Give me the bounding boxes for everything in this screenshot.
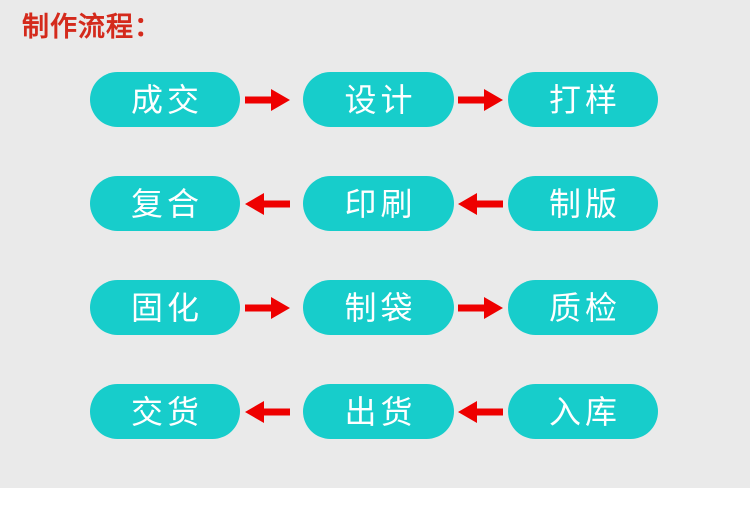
flow-node[interactable]: 印刷 <box>303 176 454 231</box>
flow-node-label: 制版 <box>548 184 621 223</box>
flow-node-label: 固化 <box>130 288 203 327</box>
flow-node-label: 交货 <box>130 392 203 431</box>
flow-node[interactable]: 复合 <box>90 176 240 231</box>
flow-node-label: 质检 <box>548 288 621 327</box>
flow-node-label: 入库 <box>548 392 621 431</box>
arrow-right-icon <box>458 294 504 322</box>
flow-node-label: 制袋 <box>344 288 417 327</box>
flow-node[interactable]: 固化 <box>90 280 240 335</box>
flow-node-label: 复合 <box>130 184 203 223</box>
flow-node[interactable]: 出货 <box>303 384 454 439</box>
flow-node[interactable]: 入库 <box>508 384 658 439</box>
flow-row: 交货 出货 入库 <box>0 384 750 480</box>
flow-node-label: 打样 <box>548 80 621 119</box>
flow-node-label: 印刷 <box>344 184 417 223</box>
arrow-left-icon <box>458 398 504 426</box>
arrow-left-icon <box>458 190 504 218</box>
arrow-right-icon <box>245 294 291 322</box>
arrow-left-icon <box>245 190 291 218</box>
flow-node[interactable]: 质检 <box>508 280 658 335</box>
flow-node-label: 成交 <box>130 80 203 119</box>
arrow-right-icon <box>458 86 504 114</box>
flow-node[interactable]: 成交 <box>90 72 240 127</box>
flow-row: 成交 设计 打样 <box>0 72 750 176</box>
page-title: 制作流程： <box>22 12 162 43</box>
flow-row: 复合 印刷 制版 <box>0 176 750 280</box>
flow-node-label: 出货 <box>344 392 417 431</box>
arrow-left-icon <box>245 398 291 426</box>
flow-node-label: 设计 <box>344 80 417 119</box>
flow-node[interactable]: 设计 <box>303 72 454 127</box>
flow-row: 固化 制袋 质检 <box>0 280 750 384</box>
arrow-right-icon <box>245 86 291 114</box>
process-flow-diagram: 成交 设计 打样 复合 <box>0 72 750 480</box>
flow-node[interactable]: 制版 <box>508 176 658 231</box>
flow-node[interactable]: 打样 <box>508 72 658 127</box>
flow-node[interactable]: 制袋 <box>303 280 454 335</box>
flow-node[interactable]: 交货 <box>90 384 240 439</box>
